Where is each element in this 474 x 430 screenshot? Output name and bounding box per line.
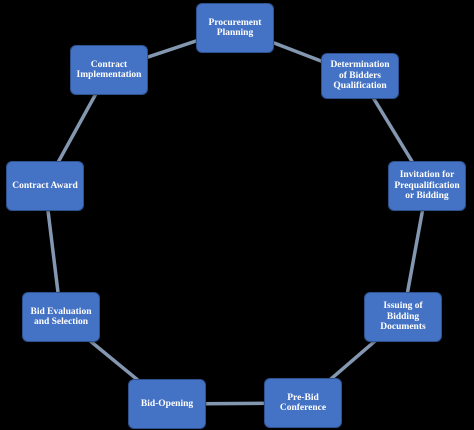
node-label-issuing: Issuing of Bidding Documents <box>380 301 426 333</box>
node-determination-of-bidders-qualification[interactable]: Determination of Bidders Qualification <box>321 53 399 99</box>
node-issuing-of-bidding-documents[interactable]: Issuing of Bidding Documents <box>364 292 442 342</box>
node-contract-implementation[interactable]: Contract Implementation <box>70 45 148 95</box>
node-label-determination: Determination of Bidders Qualification <box>330 60 390 92</box>
node-label-bid-evaluation: Bid Evaluation and Selection <box>30 306 92 328</box>
node-label-procurement-planning: Procurement Planning <box>208 17 262 39</box>
node-bid-evaluation-and-selection[interactable]: Bid Evaluation and Selection <box>22 292 100 342</box>
node-label-bid-opening: Bid-Opening <box>140 398 194 409</box>
node-invitation-for-prequalification[interactable]: Invitation for Prequalification or Biddi… <box>388 161 466 211</box>
node-procurement-planning[interactable]: Procurement Planning <box>196 3 274 53</box>
node-label-contract-award: Contract Award <box>12 180 78 191</box>
node-contract-award[interactable]: Contract Award <box>6 161 84 211</box>
node-label-contract-implementation: Contract Implementation <box>76 59 142 81</box>
node-label-invitation: Invitation for Prequalification or Biddi… <box>394 170 460 202</box>
node-bid-opening[interactable]: Bid-Opening <box>128 379 206 429</box>
node-pre-bid-conference[interactable]: Pre-Bid Conference <box>264 378 342 428</box>
node-label-pre-bid: Pre-Bid Conference <box>279 392 327 414</box>
